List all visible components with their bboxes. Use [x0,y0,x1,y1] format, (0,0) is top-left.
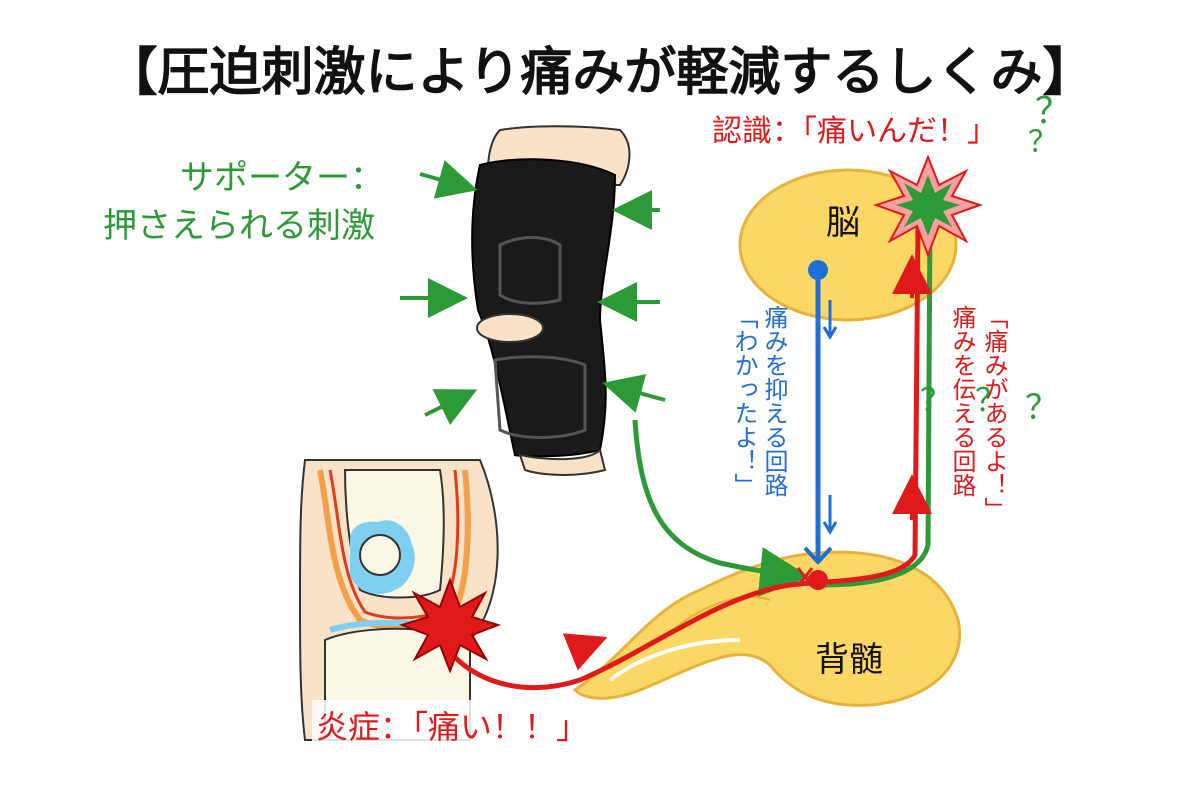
question-mark-icon: ？ [975,375,1007,421]
descending-circuit-label: 痛みを抑える回路 [760,305,788,497]
knee-joint-illustration [300,460,498,740]
ascending-circuit-label: 痛みを伝える回路 [948,305,976,497]
burst-icon [876,157,980,255]
question-mark-icon: ？ [1028,117,1058,161]
descending-circuit-quote: 「わかったよ！」 [730,305,758,497]
brain-label: 脳 [826,195,860,244]
burst-icon [402,580,498,671]
question-mark-icon: ？ [920,375,952,421]
supporter-label-line1: サポーター： [180,150,384,199]
spinal-cord-label: 背髄 [815,632,883,681]
arrow-icon [425,393,470,415]
supporter-label-line2: 押さえられる刺激 [103,198,375,247]
inflammation-label: 炎症：「痛い！！」 [312,700,592,750]
recognition-label: 認識：「痛いんだ！」 [712,106,997,150]
arrow-icon [420,174,470,188]
page-title: 【圧迫刺激により痛みが軽減するしくみ】 [0,30,1200,105]
question-mark-icon: ？ [1025,380,1059,429]
arrow-icon [575,640,600,650]
arrow-icon [610,385,665,400]
